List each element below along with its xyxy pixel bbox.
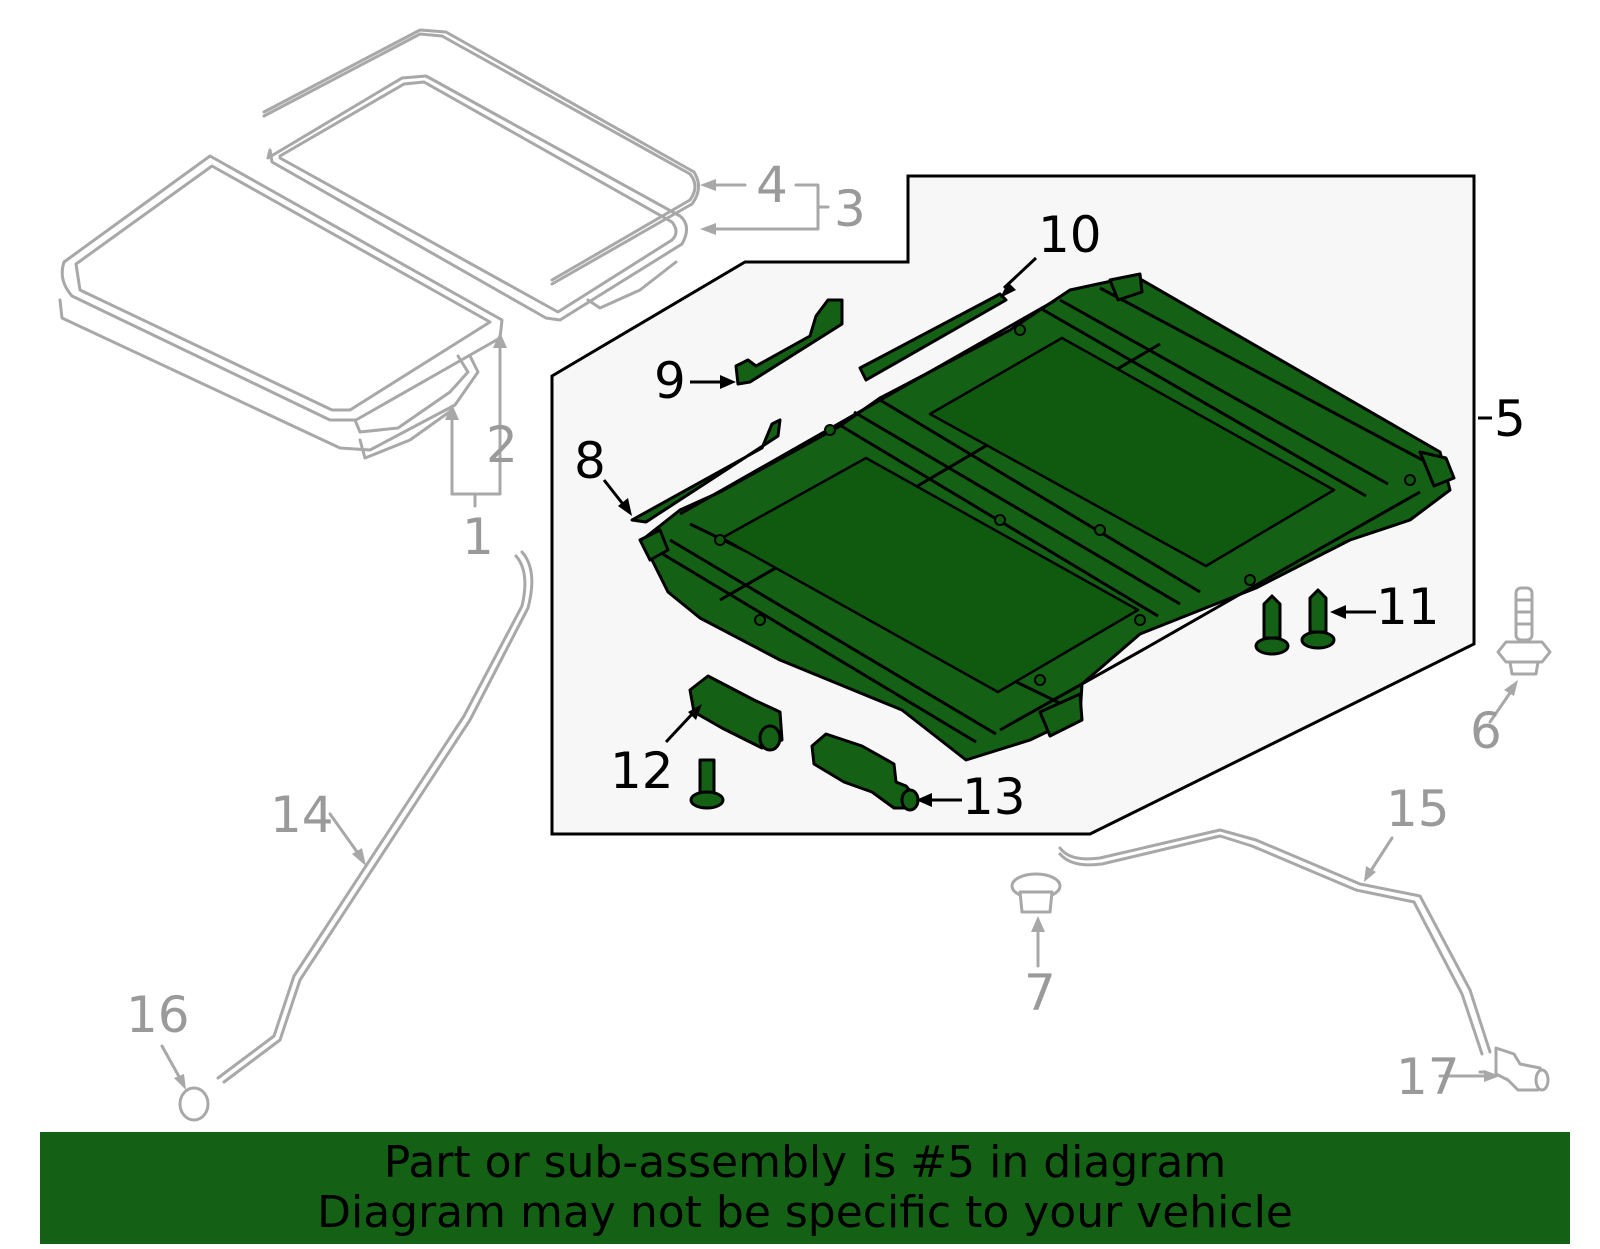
callout-3: 3 bbox=[834, 180, 866, 238]
nut-part bbox=[1010, 872, 1062, 968]
callout-11: 11 bbox=[1376, 578, 1440, 636]
callout-14: 14 bbox=[270, 786, 334, 844]
callout-9: 9 bbox=[654, 352, 686, 410]
part-9-bracket bbox=[690, 298, 844, 389]
callout-5: 5 bbox=[1494, 390, 1526, 448]
weatherstrip-part bbox=[262, 28, 700, 322]
banner-line-1: Part or sub-assembly is #5 in diagram bbox=[383, 1137, 1227, 1188]
part-8-strip bbox=[602, 418, 782, 524]
glass-panel-part bbox=[58, 154, 504, 460]
callout-2: 2 bbox=[486, 416, 518, 474]
callout-16: 16 bbox=[126, 986, 190, 1044]
sunroof-frame-assembly bbox=[638, 272, 1456, 762]
drain-hose-front bbox=[216, 550, 534, 1084]
callout-4: 4 bbox=[756, 156, 788, 214]
clip-part bbox=[160, 1044, 210, 1122]
leader-1-2 bbox=[445, 332, 507, 508]
drain-hose-rear bbox=[1058, 828, 1492, 1056]
notice-banner: Part or sub-assembly is #5 in diagram Di… bbox=[40, 1132, 1570, 1244]
callout-17: 17 bbox=[1396, 1048, 1460, 1106]
connector-part bbox=[1438, 1046, 1550, 1092]
bolt-part bbox=[1488, 586, 1552, 724]
part-10-strip bbox=[858, 256, 1038, 382]
callout-8: 8 bbox=[574, 432, 606, 490]
callout-13: 13 bbox=[962, 768, 1026, 826]
part-12-motor bbox=[664, 674, 784, 810]
part-11-pins bbox=[1254, 588, 1376, 656]
leader-3-4 bbox=[700, 179, 830, 235]
banner-line-2: Diagram may not be specific to your vehi… bbox=[317, 1187, 1293, 1238]
callout-12: 12 bbox=[610, 742, 674, 800]
callout-6: 6 bbox=[1470, 702, 1502, 760]
callout-7: 7 bbox=[1024, 964, 1056, 1022]
part-13-motor bbox=[810, 732, 962, 812]
callout-1: 1 bbox=[462, 508, 494, 566]
callout-15: 15 bbox=[1386, 780, 1450, 838]
callout-10: 10 bbox=[1038, 206, 1102, 264]
